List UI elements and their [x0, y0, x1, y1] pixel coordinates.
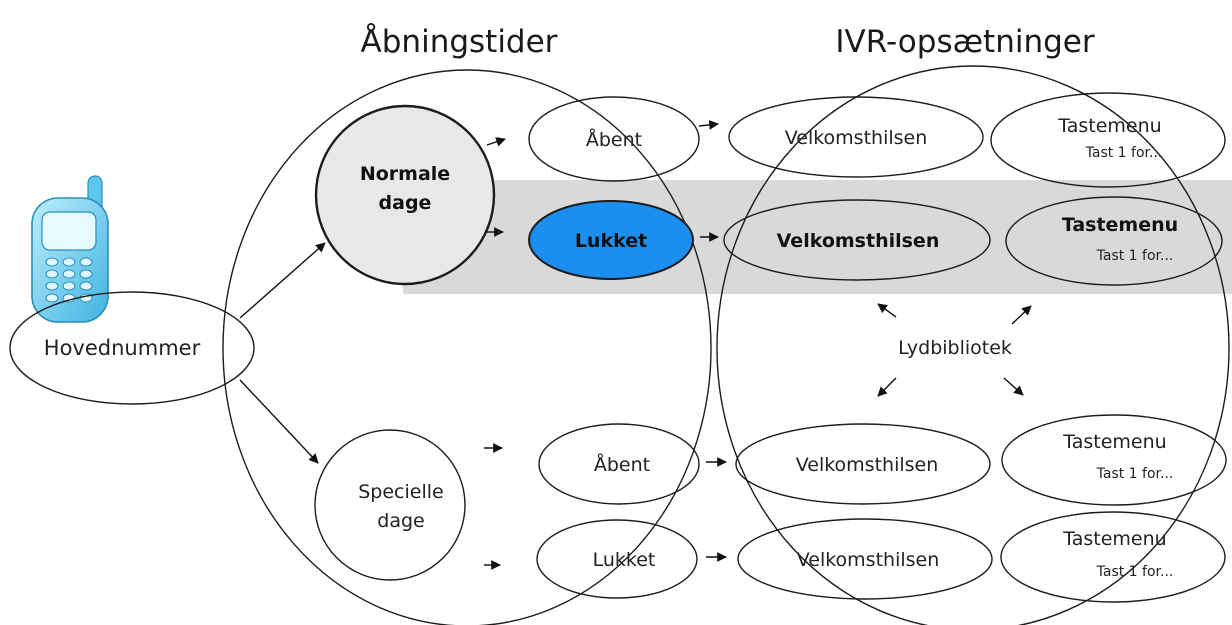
normal-open-label: Åbent: [586, 128, 642, 151]
menu-sub-1: Tast 1 for...: [1085, 145, 1163, 161]
normal-days-node: [314, 104, 496, 286]
menu-sub-4: Tast 1 for...: [1096, 564, 1174, 580]
arrow-library-to-menu-2: [1011, 305, 1032, 325]
special-closed-label: Lukket: [593, 549, 656, 571]
welcome-node-3: [735, 423, 991, 505]
welcome-label-1: Velkomsthilsen: [785, 127, 928, 149]
flow-arrows: [239, 120, 1032, 570]
menu-label-1: Tastemenu: [1057, 115, 1161, 137]
mobile-phone-icon: [31, 175, 109, 323]
welcome-label-4: Velkomsthilsen: [797, 549, 940, 571]
title-opening-hours: Åbningstider: [361, 24, 558, 60]
special-days-label-2: dage: [377, 510, 424, 532]
arrow-library-to-welcome-2: [877, 303, 897, 318]
main-number-node: [9, 291, 255, 405]
title-ivr-setup: IVR-opsætninger: [835, 24, 1094, 60]
menu-label-3: Tastemenu: [1062, 431, 1166, 453]
special-open-node: [538, 423, 700, 505]
special-open-label: Åbent: [594, 453, 650, 476]
menu-node-1: [990, 92, 1226, 188]
normal-closed-node: [528, 200, 694, 280]
arrow-main-to-normal: [239, 242, 326, 319]
special-days-node: [314, 429, 466, 581]
sound-library-label: Lydbibliotek: [898, 337, 1012, 359]
menu-label-2: Tastemenu: [1062, 214, 1178, 236]
welcome-node-2: [723, 199, 991, 281]
menu-node-3: [1001, 414, 1227, 506]
arrow-library-to-menu-3: [1003, 377, 1024, 396]
special-closed-node: [536, 519, 698, 599]
arrow-main-to-special: [239, 379, 319, 464]
normal-days-label-2: dage: [379, 192, 432, 214]
arrow-normal-to-open: [486, 137, 506, 147]
menu-node-2: [1005, 196, 1223, 286]
welcome-node-1: [728, 96, 984, 178]
normal-open-node: [528, 96, 700, 182]
menu-sub-3: Tast 1 for...: [1096, 466, 1174, 482]
welcome-label-3: Velkomsthilsen: [796, 454, 939, 476]
main-number-label: Hovednummer: [44, 336, 201, 360]
arrow-library-to-welcome-3: [877, 377, 897, 397]
arrow-open-to-welcome-1: [698, 120, 719, 130]
ivr-setup-group: [716, 65, 1230, 625]
normal-closed-label: Lukket: [575, 230, 647, 252]
normal-days-label-1: Normale: [360, 163, 450, 185]
menu-sub-2: Tast 1 for...: [1096, 248, 1174, 264]
welcome-node-4: [737, 518, 993, 600]
menu-label-4: Tastemenu: [1062, 528, 1166, 550]
menu-node-4: [1000, 511, 1226, 603]
special-days-label-1: Specielle: [358, 481, 443, 503]
opening-hours-group: [222, 69, 712, 625]
welcome-label-2: Velkomsthilsen: [777, 230, 940, 252]
